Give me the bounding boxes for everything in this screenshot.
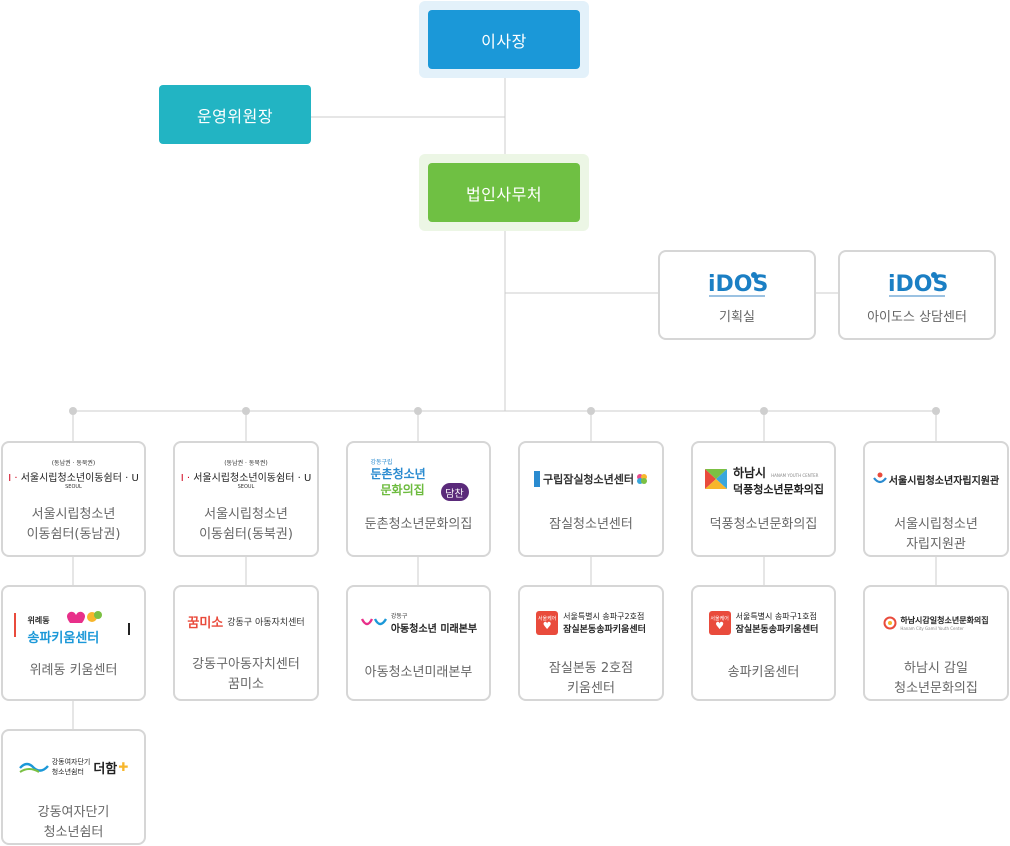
center-label: 송파키움센터 xyxy=(727,665,800,680)
center-label: 강동구아동자치센터 꿈미소 xyxy=(192,657,300,692)
chairman-label: 이사장 xyxy=(481,31,527,51)
junction-dot xyxy=(69,407,77,415)
center-label: 서울시립청소년 이동쉼터(동남권) xyxy=(26,507,121,542)
center-card-c5[interactable]: 하남시 HANAM YOUTH CENTER 덕풍청소년문화의집 덕풍청소년문화… xyxy=(691,441,836,557)
widong-logo: 위례동 송파키움센터 xyxy=(13,587,134,661)
idos-logo: iDOS xyxy=(707,268,767,302)
svg-text:iDOS: iDOS xyxy=(888,272,947,297)
seoul-shelter-logo: (동남권 · 동북권) I · 서울시립청소년이동쉼터 · U SEOUL xyxy=(180,460,312,490)
center-card-c13[interactable]: 강동여자단기 청소년쉼터 더함 ✚ 강동여자단기 청소년쉼터 xyxy=(1,729,146,845)
center-label: 덕풍청소년문화의집 xyxy=(709,517,818,532)
deoham-logo: 강동여자단기 청소년쉼터 더함 ✚ xyxy=(18,731,128,803)
jamsil2-logo: 서울케어 ♥ 서울특별시 송파구2호점 잠실본동송파키움센터 xyxy=(536,611,646,635)
center-label: 아동청소년미래본부 xyxy=(364,665,473,680)
center-card-c7[interactable]: 위례동 송파키움센터 위례동 키움센터 xyxy=(1,585,146,701)
svg-text:iDOS: iDOS xyxy=(708,272,767,297)
center-label: 서울시립청소년 이동쉼터(동북권) xyxy=(199,507,293,542)
committee-chair-label: 운영위원장 xyxy=(196,106,274,126)
idos-logo: iDOS xyxy=(887,268,947,302)
center-card-c10[interactable]: 서울케어 ♥ 서울특별시 송파구2호점 잠실본동송파키움센터 잠실본동 2호점 … xyxy=(518,585,664,701)
center-card-c6[interactable]: 서울시립청소년자립지원관 서울시립청소년 자립지원관 xyxy=(863,441,1009,557)
center-label: 하남시 감일 청소년문화의집 xyxy=(894,661,978,696)
junction-dot xyxy=(242,407,250,415)
chairman-node[interactable]: 이사장 xyxy=(428,10,580,69)
center-card-c3[interactable]: 강동구립 둔촌청소년 문화의집 담찬 둔촌청소년문화의집 xyxy=(346,441,491,557)
planning-card[interactable]: iDOS 기획실 xyxy=(658,250,816,340)
dunchon-logo: 강동구립 둔촌청소년 문화의집 담찬 xyxy=(369,443,469,511)
secretariat-node[interactable]: 법인사무처 xyxy=(428,163,580,222)
center-label: 둔촌청소년문화의집 xyxy=(364,517,473,532)
songpa-logo: 서울케어 ♥ 서울특별시 송파구1호점 잠실본동송파키움센터 xyxy=(708,611,819,635)
jamsil-logo: 구립잠실청소년센터 xyxy=(533,443,648,515)
center-card-c11[interactable]: 서울케어 ♥ 서울특별시 송파구1호점 잠실본동송파키움센터 송파키움센터 xyxy=(691,585,836,701)
jarip-logo: 서울시립청소년자립지원관 xyxy=(872,443,999,515)
center-card-c1[interactable]: (동남권 · 동북권) I · 서울시립청소년이동쉼터 · U SEOUL 서울… xyxy=(1,441,146,557)
center-label: 잠실청소년센터 xyxy=(549,517,633,532)
junction-dot xyxy=(414,407,422,415)
center-label: 잠실본동 2호점 키움센터 xyxy=(548,661,634,696)
gamil-logo: 하남시감일청소년문화의집 Hanam City Gamil Youth Cent… xyxy=(883,587,989,659)
center-label: 서울시립청소년 자립지원관 xyxy=(894,517,978,552)
secretariat-label: 법인사무처 xyxy=(465,184,543,204)
counseling-card[interactable]: iDOS 아이도스 상담센터 xyxy=(838,250,996,340)
junction-dot xyxy=(587,407,595,415)
center-card-c8[interactable]: 꿈미소 강동구 아동자치센터 강동구아동자치센터 꿈미소 xyxy=(173,585,319,701)
seoul-shelter-logo: (동남권 · 동북권) I · 서울시립청소년이동쉼터 · U SEOUL xyxy=(8,460,139,490)
planning-label: 기획실 xyxy=(719,310,755,325)
mirae-logo: 강동구 아동청소년 미래본부 xyxy=(360,587,477,659)
center-card-c9[interactable]: 강동구 아동청소년 미래본부 아동청소년미래본부 xyxy=(346,585,491,701)
center-label: 위례동 키움센터 xyxy=(29,663,118,678)
committee-chair-node[interactable]: 운영위원장 xyxy=(159,85,311,144)
center-card-c4[interactable]: 구립잠실청소년센터 잠실청소년센터 xyxy=(518,441,664,557)
counseling-label: 아이도스 상담센터 xyxy=(867,310,967,325)
kkum-logo: 꿈미소 강동구 아동자치센터 xyxy=(187,615,305,631)
deokpung-logo: 하남시 HANAM YOUTH CENTER 덕풍청소년문화의집 xyxy=(703,443,824,515)
center-card-c12[interactable]: 하남시감일청소년문화의집 Hanam City Gamil Youth Cent… xyxy=(863,585,1009,701)
center-label: 강동여자단기 청소년쉼터 xyxy=(37,805,110,840)
junction-dot xyxy=(932,407,940,415)
center-card-c2[interactable]: (동남권 · 동북권) I · 서울시립청소년이동쉼터 · U SEOUL 서울… xyxy=(173,441,319,557)
junction-dot xyxy=(760,407,768,415)
